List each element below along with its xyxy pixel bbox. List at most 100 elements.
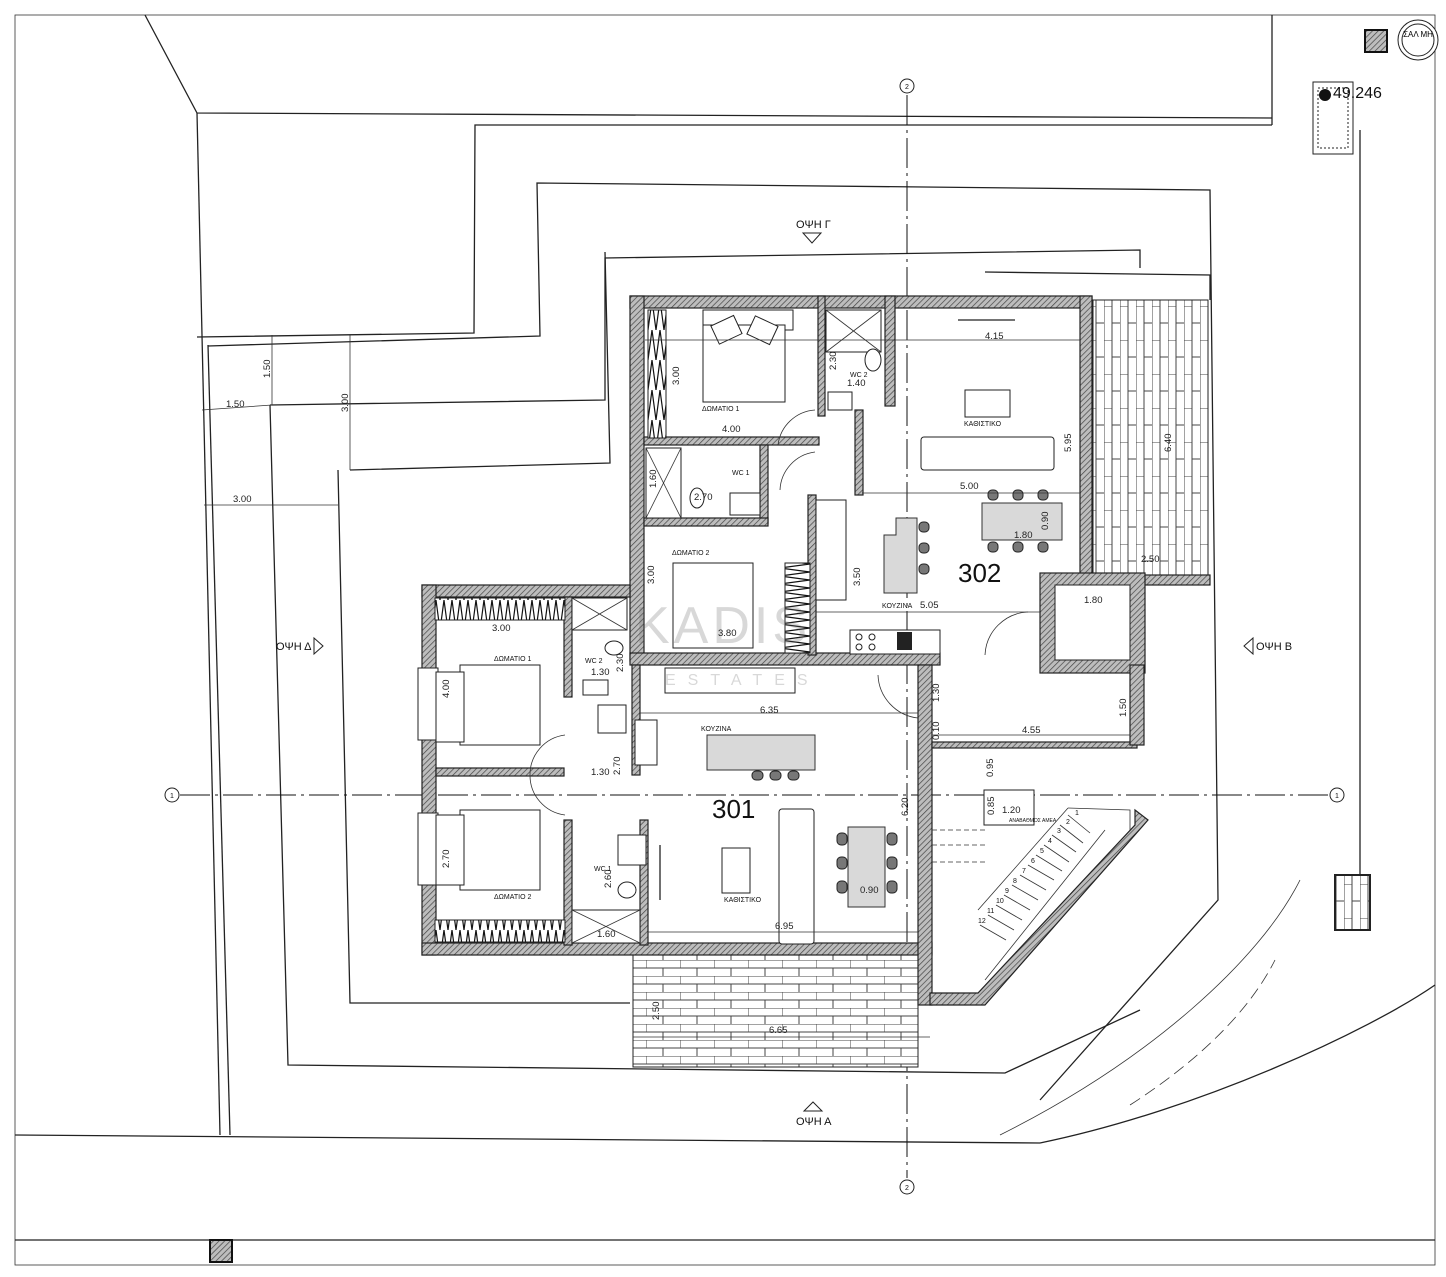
room-label: ΔΩΜΑΤΙΟ 2 <box>672 550 709 557</box>
svg-text:0.10: 0.10 <box>931 722 942 741</box>
unit-number-302: 302 <box>958 558 1001 588</box>
svg-text:49.246: 49.246 <box>1333 85 1382 102</box>
svg-text:2.50: 2.50 <box>651 1002 662 1021</box>
svg-text:1.80: 1.80 <box>1084 595 1103 606</box>
svg-text:4: 4 <box>1048 838 1052 845</box>
svg-text:1.80: 1.80 <box>1014 530 1033 541</box>
elevation-marker-g: ΟΨΗ Γ <box>796 219 831 244</box>
terrace-301 <box>632 954 919 1068</box>
svg-text:0.90: 0.90 <box>860 885 879 896</box>
tv-icon <box>964 389 1011 418</box>
svg-text:9: 9 <box>1005 888 1009 895</box>
sink-icon <box>729 492 761 516</box>
svg-text:6.35: 6.35 <box>760 705 779 716</box>
svg-text:1: 1 <box>1075 810 1079 817</box>
svg-text:11: 11 <box>987 908 994 915</box>
sofa-icon <box>778 808 815 945</box>
level-marker: 49.246 <box>1312 81 1382 155</box>
svg-text:3.50: 3.50 <box>852 568 863 587</box>
svg-text:2.30: 2.30 <box>615 654 626 673</box>
elevation-marker-b: ΟΨΗ Β <box>1243 636 1292 656</box>
svg-text:ΟΨΗ Β: ΟΨΗ Β <box>1256 641 1292 653</box>
svg-text:0.90: 0.90 <box>1040 512 1051 531</box>
svg-text:1.40: 1.40 <box>847 378 866 389</box>
ramp-label: ΑΝΑΒΑΘΜΟΣ ΑΜΕΑ <box>1009 818 1057 824</box>
svg-text:3.00: 3.00 <box>233 494 252 505</box>
svg-text:6: 6 <box>1031 858 1035 865</box>
svg-text:1.30: 1.30 <box>931 684 942 703</box>
svg-text:5: 5 <box>1040 848 1044 855</box>
room-label: ΚΑΘΙΣΤΙΚΟ <box>724 897 762 904</box>
room-label: ΚΟΥΖΙΝΑ <box>701 726 732 733</box>
svg-text:3.00: 3.00 <box>646 566 657 585</box>
staircase: 1 2 3 4 5 6 7 8 9 10 11 12 ΑΝΑΒΑΘΜΟΣ ΑΜΕ… <box>932 789 1131 981</box>
svg-text:2: 2 <box>905 84 909 91</box>
svg-text:5.00: 5.00 <box>960 481 979 492</box>
room-label: ΔΩΜΑΤΙΟ 1 <box>702 406 739 413</box>
unit-number-301: 301 <box>712 794 755 824</box>
svg-text:6.20: 6.20 <box>900 798 911 817</box>
svg-text:0.85: 0.85 <box>986 797 997 816</box>
svg-text:3.80: 3.80 <box>718 628 737 639</box>
kitchen-island <box>706 734 816 771</box>
svg-text:2.70: 2.70 <box>612 757 623 776</box>
svg-text:ΟΨΗ Γ: ΟΨΗ Γ <box>796 219 831 231</box>
toilet-icon <box>864 348 882 372</box>
terrace-302 <box>1092 299 1209 584</box>
bed-icon <box>672 562 754 649</box>
svg-text:1.60: 1.60 <box>648 470 659 489</box>
room-label: ΚΟΥΖΙΝΑ <box>882 603 913 610</box>
svg-text:ESTATES: ESTATES <box>665 672 820 689</box>
svg-text:0.95: 0.95 <box>985 759 996 778</box>
svg-text:1.50: 1.50 <box>262 360 273 379</box>
axis-marker-1-right: 1 <box>1329 787 1345 803</box>
svg-text:2: 2 <box>905 1185 909 1192</box>
svg-text:4.55: 4.55 <box>1022 725 1041 736</box>
svg-text:2.70: 2.70 <box>441 850 452 869</box>
elevation-marker-a: ΟΨΗ Α <box>796 1101 832 1128</box>
room-label: ΔΩΜΑΤΙΟ 2 <box>494 894 531 901</box>
walls <box>421 295 1211 1006</box>
watermark-logo: KADIS ESTATES <box>635 597 820 689</box>
room-label: WC 2 <box>585 658 603 665</box>
axis-marker-2-top: 2 <box>899 78 915 94</box>
stair-steps: 1 2 3 4 5 6 7 8 9 10 11 12 <box>978 810 1091 941</box>
svg-text:6.65: 6.65 <box>769 1025 788 1036</box>
svg-text:6.40: 6.40 <box>1163 434 1174 453</box>
svg-text:1: 1 <box>170 793 174 800</box>
svg-text:3.00: 3.00 <box>671 367 682 386</box>
room-label: ΚΑΘΙΣΤΙΚΟ <box>964 421 1002 428</box>
elevation-marker-d: ΟΨΗ Δ <box>276 636 324 656</box>
svg-text:4.00: 4.00 <box>441 680 452 699</box>
svg-text:1.50: 1.50 <box>226 399 245 410</box>
svg-text:2.50: 2.50 <box>1141 554 1160 565</box>
toilet-icon <box>617 881 637 899</box>
toilet-icon <box>604 640 624 656</box>
sofa-icon <box>920 436 1055 471</box>
svg-text:1.30: 1.30 <box>591 767 610 778</box>
svg-text:ΟΨΗ Α: ΟΨΗ Α <box>796 1116 832 1128</box>
svg-text:4.15: 4.15 <box>985 331 1004 342</box>
unit-301-furniture <box>417 597 919 945</box>
svg-text:3: 3 <box>1057 828 1061 835</box>
svg-text:1.50: 1.50 <box>1118 699 1129 718</box>
room-label: WC 1 <box>732 470 750 477</box>
dimension-labels: 4.15 5.95 5.00 0.90 1.80 6.40 2.50 3.50 … <box>201 331 1174 1038</box>
svg-text:ΣΑΛ ΜΗ: ΣΑΛ ΜΗ <box>1403 30 1433 39</box>
bed-icon <box>459 664 541 746</box>
room-label: WC 1 <box>594 866 612 873</box>
toilet-icon <box>689 487 705 509</box>
svg-text:2.30: 2.30 <box>828 352 839 371</box>
svg-text:ΟΨΗ Δ: ΟΨΗ Δ <box>276 641 312 653</box>
dining-table <box>981 502 1063 541</box>
manhole-icon <box>1364 29 1388 53</box>
svg-text:KADIS: KADIS <box>635 597 811 655</box>
svg-text:1.60: 1.60 <box>597 929 616 940</box>
svg-text:5.95: 5.95 <box>1063 434 1074 453</box>
bed-icon <box>459 809 541 891</box>
svg-text:4.00: 4.00 <box>722 424 741 435</box>
sink-icon <box>827 391 853 411</box>
sink-icon <box>582 679 609 696</box>
svg-text:2.60: 2.60 <box>603 870 614 889</box>
room-label: WC 2 <box>850 372 868 379</box>
